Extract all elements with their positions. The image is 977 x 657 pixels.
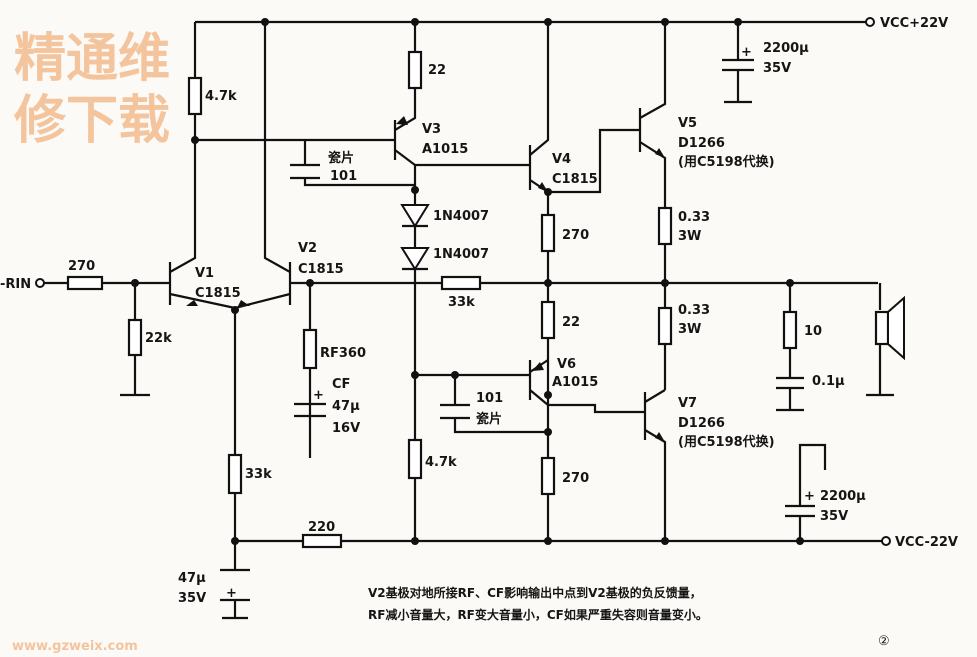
- c2200-top-value: 2200μ: [763, 41, 809, 56]
- v6-label: V6: [557, 357, 576, 372]
- r033-top-value: 0.33: [678, 210, 710, 225]
- c-ceramic-top-type: 瓷片: [328, 150, 354, 166]
- r4k7-bot-label: 4.7k: [425, 455, 457, 470]
- zobel-c-label: 0.1μ: [812, 374, 845, 389]
- v4-part: C1815: [552, 172, 598, 187]
- r270-bot-label: 270: [562, 471, 589, 486]
- c2200-bot-voltage: 35V: [820, 509, 848, 524]
- v7-part: D1266: [678, 416, 725, 431]
- d2-label: 1N4007: [433, 247, 489, 262]
- d1-label: 1N4007: [433, 209, 489, 224]
- junction-dots: [131, 18, 804, 545]
- v3-part: A1015: [422, 142, 468, 157]
- watermark-url: www.gzweix.com: [12, 639, 138, 654]
- vcc-pos-label: VCC+22V: [880, 16, 948, 31]
- r-in-label: 270: [68, 259, 95, 274]
- r33k-tail-label: 33k: [245, 467, 272, 482]
- r220-label: 220: [308, 520, 335, 535]
- c-ceramic-top-value: 101: [330, 169, 357, 184]
- cf-label: CF: [332, 377, 350, 392]
- v5-part: D1266: [678, 136, 725, 151]
- c-ceramic-bot-value: 101: [476, 391, 503, 406]
- v3-label: V3: [422, 122, 441, 137]
- capacitors: [220, 58, 815, 602]
- vcc-neg-label: VCC-22V: [895, 535, 958, 550]
- v1-part: C1815: [195, 286, 241, 301]
- c47-plus: +: [226, 586, 237, 601]
- c-ceramic-bot-type: 瓷片: [476, 411, 502, 427]
- terminals: [35, 17, 891, 546]
- r22-v3-label: 22: [428, 63, 446, 78]
- c2200-bot-value: 2200μ: [820, 489, 866, 504]
- r033-bot-power: 3W: [678, 322, 701, 337]
- v2-label: V2: [298, 241, 317, 256]
- v4-label: V4: [552, 152, 571, 167]
- c47-value: 47μ: [178, 571, 206, 586]
- v2-part: C1815: [298, 262, 344, 277]
- speaker-icon: [874, 295, 905, 361]
- v7-label: V7: [678, 396, 697, 411]
- v1-label: V1: [195, 266, 214, 281]
- caption-line-2: RF减小音量大，RF变大音量小，CF如果严重失容则音量变小。: [368, 607, 708, 622]
- r4k7-top-label: 4.7k: [205, 89, 237, 104]
- r22-mid-label: 22: [562, 315, 580, 330]
- r33k-fb-label: 33k: [448, 295, 475, 310]
- diodes: [400, 204, 430, 271]
- r033-top-power: 3W: [678, 229, 701, 244]
- resistors: [66, 50, 798, 549]
- watermark-cn: 精通维修下载: [14, 29, 171, 151]
- figure-number: ②: [878, 634, 890, 649]
- input-label: -RIN: [0, 277, 31, 292]
- v5-label: V5: [678, 116, 697, 131]
- r22k-label: 22k: [145, 331, 172, 346]
- r033-bot-value: 0.33: [678, 303, 710, 318]
- cf-voltage: 16V: [332, 421, 360, 436]
- v7-sub: (用C5198代换): [678, 434, 775, 450]
- c2200-top-plus: +: [741, 45, 752, 60]
- cf-value: 47μ: [332, 399, 360, 414]
- caption-line-1: V2基极对地所接RF、CF影响输出中点到V2基极的负反馈量，: [368, 585, 702, 600]
- c2200-bot-plus: +: [804, 489, 815, 504]
- zobel-r-label: 10: [804, 324, 822, 339]
- emitter-arrows: [186, 116, 665, 442]
- v6-part: A1015: [552, 375, 598, 390]
- cf-plus: +: [313, 388, 324, 403]
- rf-label: RF360: [320, 346, 366, 361]
- c2200-top-voltage: 35V: [763, 61, 791, 76]
- r270-top-label: 270: [562, 228, 589, 243]
- c47-voltage: 35V: [178, 591, 206, 606]
- wires: [44, 20, 894, 620]
- v5-sub: (用C5198代换): [678, 154, 775, 170]
